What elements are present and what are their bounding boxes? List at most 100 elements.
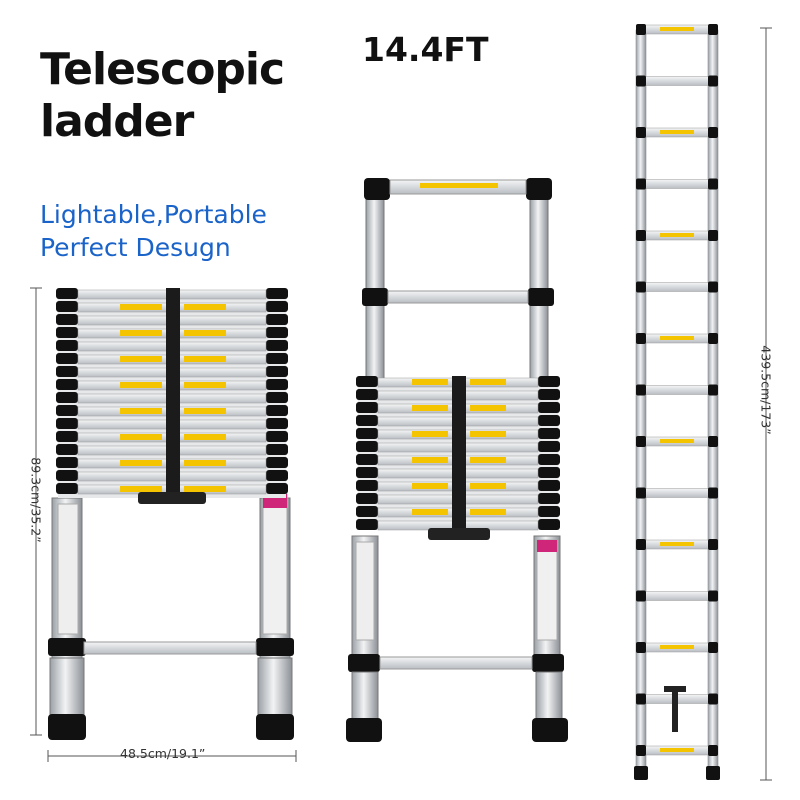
rung-label [184, 460, 226, 466]
rung-label [412, 483, 448, 489]
dimension-lines [30, 27, 772, 781]
rung-end-cap [636, 281, 646, 293]
rung-end-cap [636, 230, 646, 241]
rung-end-cap [636, 487, 646, 499]
title-line-2: ladder [40, 96, 194, 147]
rung-label [660, 27, 694, 31]
rung-end-cap [636, 75, 646, 87]
rung-end-cap [266, 314, 288, 325]
rung-label [470, 379, 506, 385]
rung-end-cap [266, 470, 288, 481]
rung-end-cap [356, 389, 378, 400]
fully-extended-ladder [634, 24, 720, 780]
rung-end-cap [266, 418, 288, 429]
rung-end-cap [266, 340, 288, 351]
rung-end-cap [636, 24, 646, 35]
rung-end-cap [56, 301, 78, 312]
rung-end-cap [56, 418, 78, 429]
rung-label [660, 645, 694, 649]
rung-label [412, 509, 448, 515]
rung-end-cap [708, 75, 718, 87]
rung-end-cap [708, 590, 718, 602]
rung-end-cap [708, 693, 718, 705]
rung-label [120, 304, 162, 310]
rung-end-cap [266, 431, 288, 442]
rung-label [184, 330, 226, 336]
rung-end-cap [266, 457, 288, 468]
rung [639, 76, 717, 86]
rung-end-cap [538, 441, 560, 452]
rung-end-cap [266, 353, 288, 364]
rung-end-cap [356, 493, 378, 504]
rung [639, 385, 717, 395]
rung-end-cap [636, 127, 646, 138]
rung-label [660, 336, 694, 340]
rung-label [412, 405, 448, 411]
rung-label [120, 330, 162, 336]
rung-end-cap [636, 384, 646, 396]
rung-end-cap [538, 415, 560, 426]
rung-label [184, 486, 226, 492]
rung-end-cap [636, 436, 646, 447]
rung-end-cap [538, 428, 560, 439]
rung-end-cap [708, 745, 718, 756]
rung-label [184, 382, 226, 388]
product-title: Telescopic ladder [40, 44, 285, 148]
rung-end-cap [538, 467, 560, 478]
rung-end-cap [266, 301, 288, 312]
rung-end-cap [356, 467, 378, 478]
rung-end-cap [538, 402, 560, 413]
rung-label [412, 457, 448, 463]
rung-label [412, 379, 448, 385]
rung-end-cap [56, 470, 78, 481]
rung-end-cap [56, 405, 78, 416]
rung-label [120, 434, 162, 440]
rung-label [120, 460, 162, 466]
rung-end-cap [356, 376, 378, 387]
rung-end-cap [708, 642, 718, 653]
rung-end-cap [56, 288, 78, 299]
rung-end-cap [708, 436, 718, 447]
rung-label [470, 405, 506, 411]
rung-end-cap [266, 444, 288, 455]
product-tagline: Lightable,Portable Perfect Desugn [40, 198, 267, 264]
rung-end-cap [356, 454, 378, 465]
rung-label [660, 542, 694, 546]
rung-end-cap [708, 281, 718, 293]
folded-ladder [48, 288, 294, 740]
rung-end-cap [356, 441, 378, 452]
folded-height-dimension: 89.3cm/35.2” [28, 457, 44, 543]
rung-end-cap [708, 384, 718, 396]
rung-end-cap [56, 314, 78, 325]
rung-end-cap [636, 693, 646, 705]
rung-end-cap [266, 327, 288, 338]
rung-end-cap [56, 327, 78, 338]
rung-end-cap [56, 444, 78, 455]
rung-label [470, 509, 506, 515]
rung-end-cap [56, 340, 78, 351]
partially-extended-ladder [346, 178, 568, 742]
rung-end-cap [356, 415, 378, 426]
rung-label [184, 304, 226, 310]
rung-end-cap [356, 519, 378, 530]
rung-label [660, 748, 694, 752]
rung-label [120, 356, 162, 362]
rung-end-cap [56, 431, 78, 442]
rung-label [120, 486, 162, 492]
rung-end-cap [708, 127, 718, 138]
rung-label [184, 434, 226, 440]
rung-end-cap [636, 333, 646, 344]
rung-end-cap [538, 519, 560, 530]
ladder-length-label: 14.4FT [362, 30, 489, 69]
rung-end-cap [636, 178, 646, 190]
rung-label [470, 457, 506, 463]
rung-end-cap [708, 333, 718, 344]
rung [639, 488, 717, 498]
rung-end-cap [266, 483, 288, 494]
rung-label [470, 483, 506, 489]
rung-label [412, 431, 448, 437]
rung-end-cap [538, 480, 560, 491]
rung-end-cap [56, 353, 78, 364]
rung-end-cap [356, 402, 378, 413]
